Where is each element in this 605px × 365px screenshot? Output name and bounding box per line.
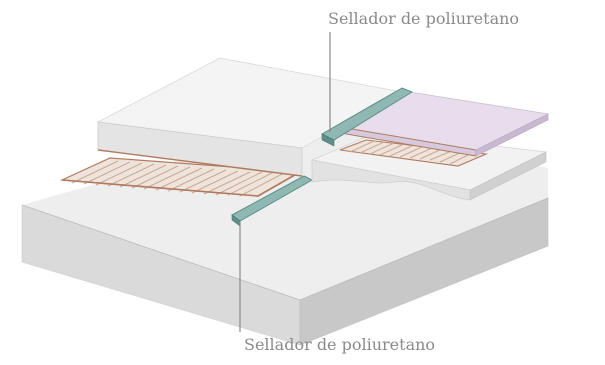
corrugated-ribs-left	[71, 160, 287, 197]
corrugated-ribs-right	[349, 140, 475, 165]
tile-slab-side	[475, 113, 549, 157]
corrugated-membrane-right	[339, 139, 489, 167]
concrete-slab-edge	[21, 197, 549, 301]
membrane-edge-left	[61, 171, 301, 197]
callout-label-bottom: Sellador de poliuretano	[244, 335, 436, 354]
wavy-screed-front	[311, 159, 471, 201]
wavy-screed-side	[469, 151, 547, 201]
screed-block-membrane	[97, 149, 303, 177]
callout-label-top: Sellador de poliuretano	[328, 9, 520, 28]
sealant-joint-upper-end	[321, 133, 335, 147]
